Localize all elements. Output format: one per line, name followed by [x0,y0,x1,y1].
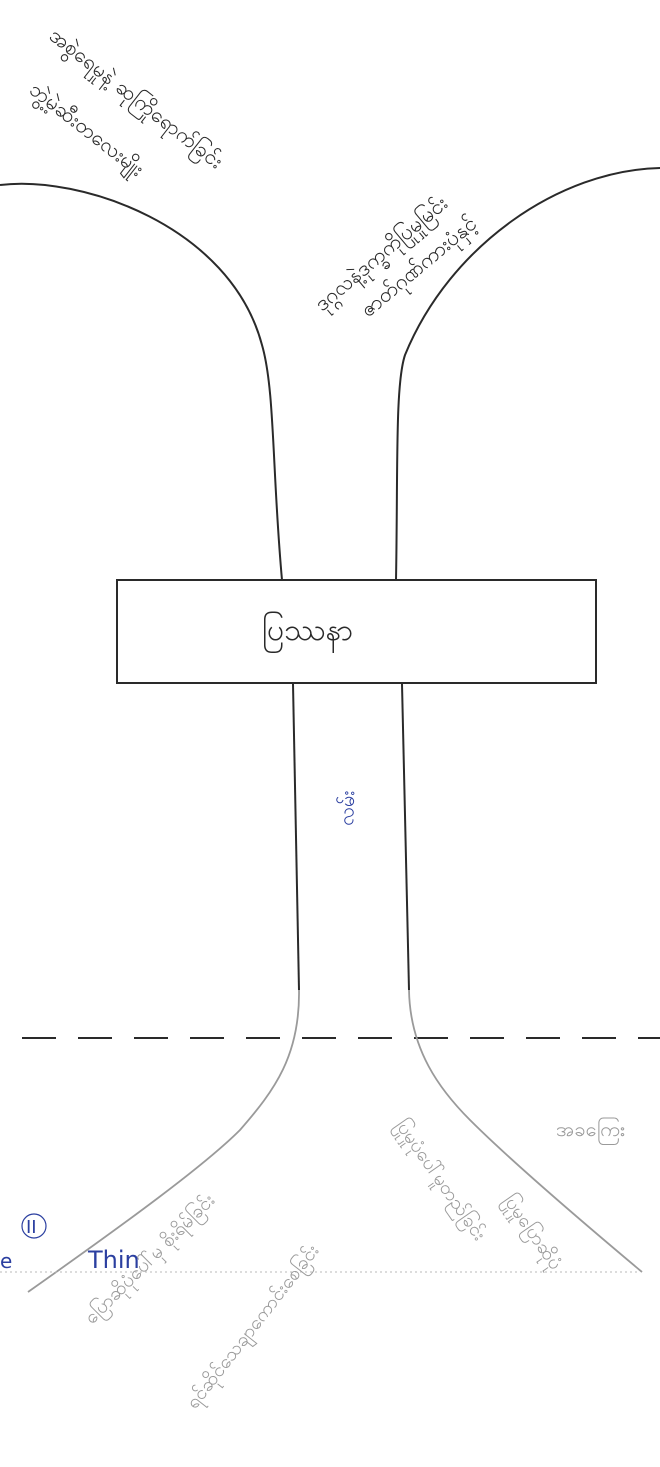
root-right-top-text: အခကြေး [556,1117,625,1145]
margin-note-edge-letter: e [0,1249,12,1273]
root-text-3: ပြုမှုပုံပေါ်မူတည်ခြင်း [388,1114,493,1247]
upper-left-branch-line [0,184,282,580]
problem-box-label: ပြဿနာ [262,611,353,654]
problem-box [117,580,596,683]
root-text-4: ပြုမှုပြောဆိုပုံ [496,1189,569,1276]
margin-note-number: II [26,1217,37,1238]
trunk-left-line [293,684,299,990]
margin-note-word: Thin [87,1246,140,1274]
trunk-label: လမ်း [334,790,359,826]
root-text-2: ရင်ဆိုင်သေချာကောင်းစေခြင်း [180,1239,327,1416]
upper-right-branch-line [396,168,660,580]
trunk-right-line [402,684,409,990]
